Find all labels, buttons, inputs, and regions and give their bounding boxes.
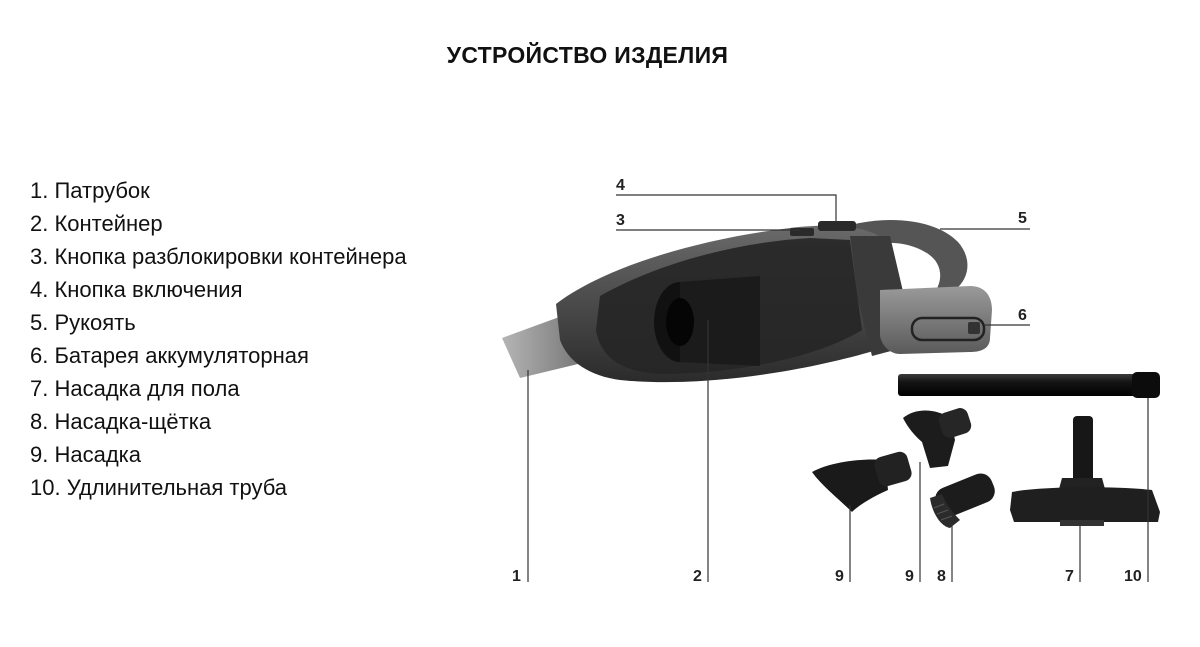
release-button-part (790, 228, 814, 236)
power-button-part (818, 221, 856, 231)
upholstery-nozzle (903, 408, 972, 468)
callout-1: 1 (512, 568, 521, 585)
floor-nozzle (1010, 416, 1160, 526)
parts-list-item: 9. Насадка (30, 442, 141, 467)
callout-8: 8 (937, 568, 946, 585)
extension-tube (898, 372, 1160, 398)
parts-list-item: 10. Удлинительная труба (30, 475, 288, 500)
parts-list-item: 2. Контейнер (30, 211, 163, 236)
parts-list-item: 5. Рукоять (30, 310, 136, 335)
callout-9-upholstery: 9 (905, 568, 914, 585)
callout-9-wide: 9 (835, 568, 844, 585)
nozzle-part (502, 316, 578, 378)
parts-list-item: 3. Кнопка разблокировки контейнера (30, 244, 407, 269)
battery-part (880, 286, 992, 354)
page-title: УСТРОЙСТВО ИЗДЕЛИЯ (446, 42, 729, 68)
parts-list-item: 4. Кнопка включения (30, 277, 243, 302)
leader-lines (527, 194, 1149, 582)
parts-list-item: 1. Патрубок (30, 178, 150, 203)
parts-list: 1. Патрубок 2. Контейнер 3. Кнопка разбл… (30, 174, 407, 504)
brush-nozzle (930, 473, 995, 528)
callout-10: 10 (1124, 568, 1142, 585)
parts-list-item: 7. Насадка для пола (30, 376, 240, 401)
vacuum-body (502, 219, 992, 383)
callout-5: 5 (1018, 210, 1027, 227)
callout-2: 2 (693, 568, 702, 585)
parts-list-item: 6. Батарея аккумуляторная (30, 343, 309, 368)
callout-4: 4 (616, 177, 625, 194)
callout-3: 3 (616, 212, 625, 229)
wide-nozzle (812, 451, 912, 512)
callout-7: 7 (1065, 568, 1074, 585)
callout-6: 6 (1018, 307, 1027, 324)
parts-list-item: 8. Насадка-щётка (30, 409, 212, 434)
